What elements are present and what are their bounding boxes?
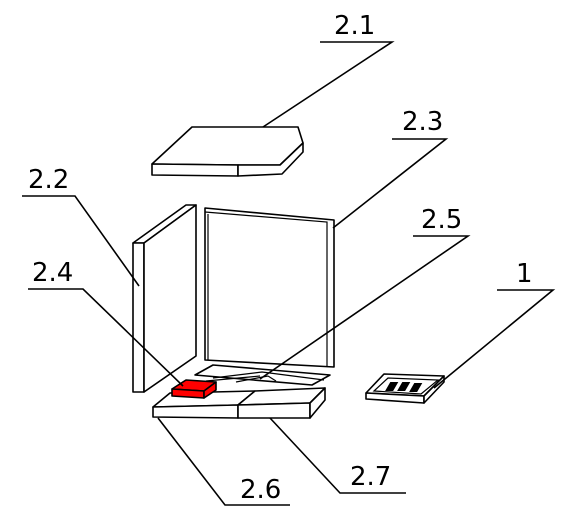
leader-1 (433, 289, 556, 389)
leader-lines (22, 41, 556, 506)
leader-2-4 (28, 288, 184, 387)
part-1-grate-tray (365, 373, 445, 404)
label-2-7: 2.7 (350, 462, 391, 492)
leader-2-7 (269, 417, 406, 494)
leader-2-1 (262, 41, 395, 128)
leader-2-2 (22, 195, 140, 287)
part-2-4-red-brick (171, 379, 217, 399)
label-2-1: 2.1 (334, 11, 375, 41)
leader-2-3 (332, 138, 449, 229)
label-2-4: 2.4 (32, 258, 73, 288)
part-2-7-base-slab (237, 387, 326, 419)
label-2-2: 2.2 (28, 165, 69, 195)
leader-2-5 (259, 235, 471, 380)
part-2-1-top-slab (151, 126, 304, 177)
leader-2-6 (157, 417, 290, 506)
part-2-2-left-panel (132, 204, 197, 393)
label-2-3: 2.3 (402, 107, 443, 137)
label-1: 1 (516, 259, 533, 289)
part-labels: 2.1 2.2 2.3 2.4 2.5 2.6 2.7 1 (28, 11, 533, 505)
label-2-6: 2.6 (240, 475, 281, 505)
label-2-5: 2.5 (421, 205, 462, 235)
part-2-3-back-panel (204, 207, 335, 368)
